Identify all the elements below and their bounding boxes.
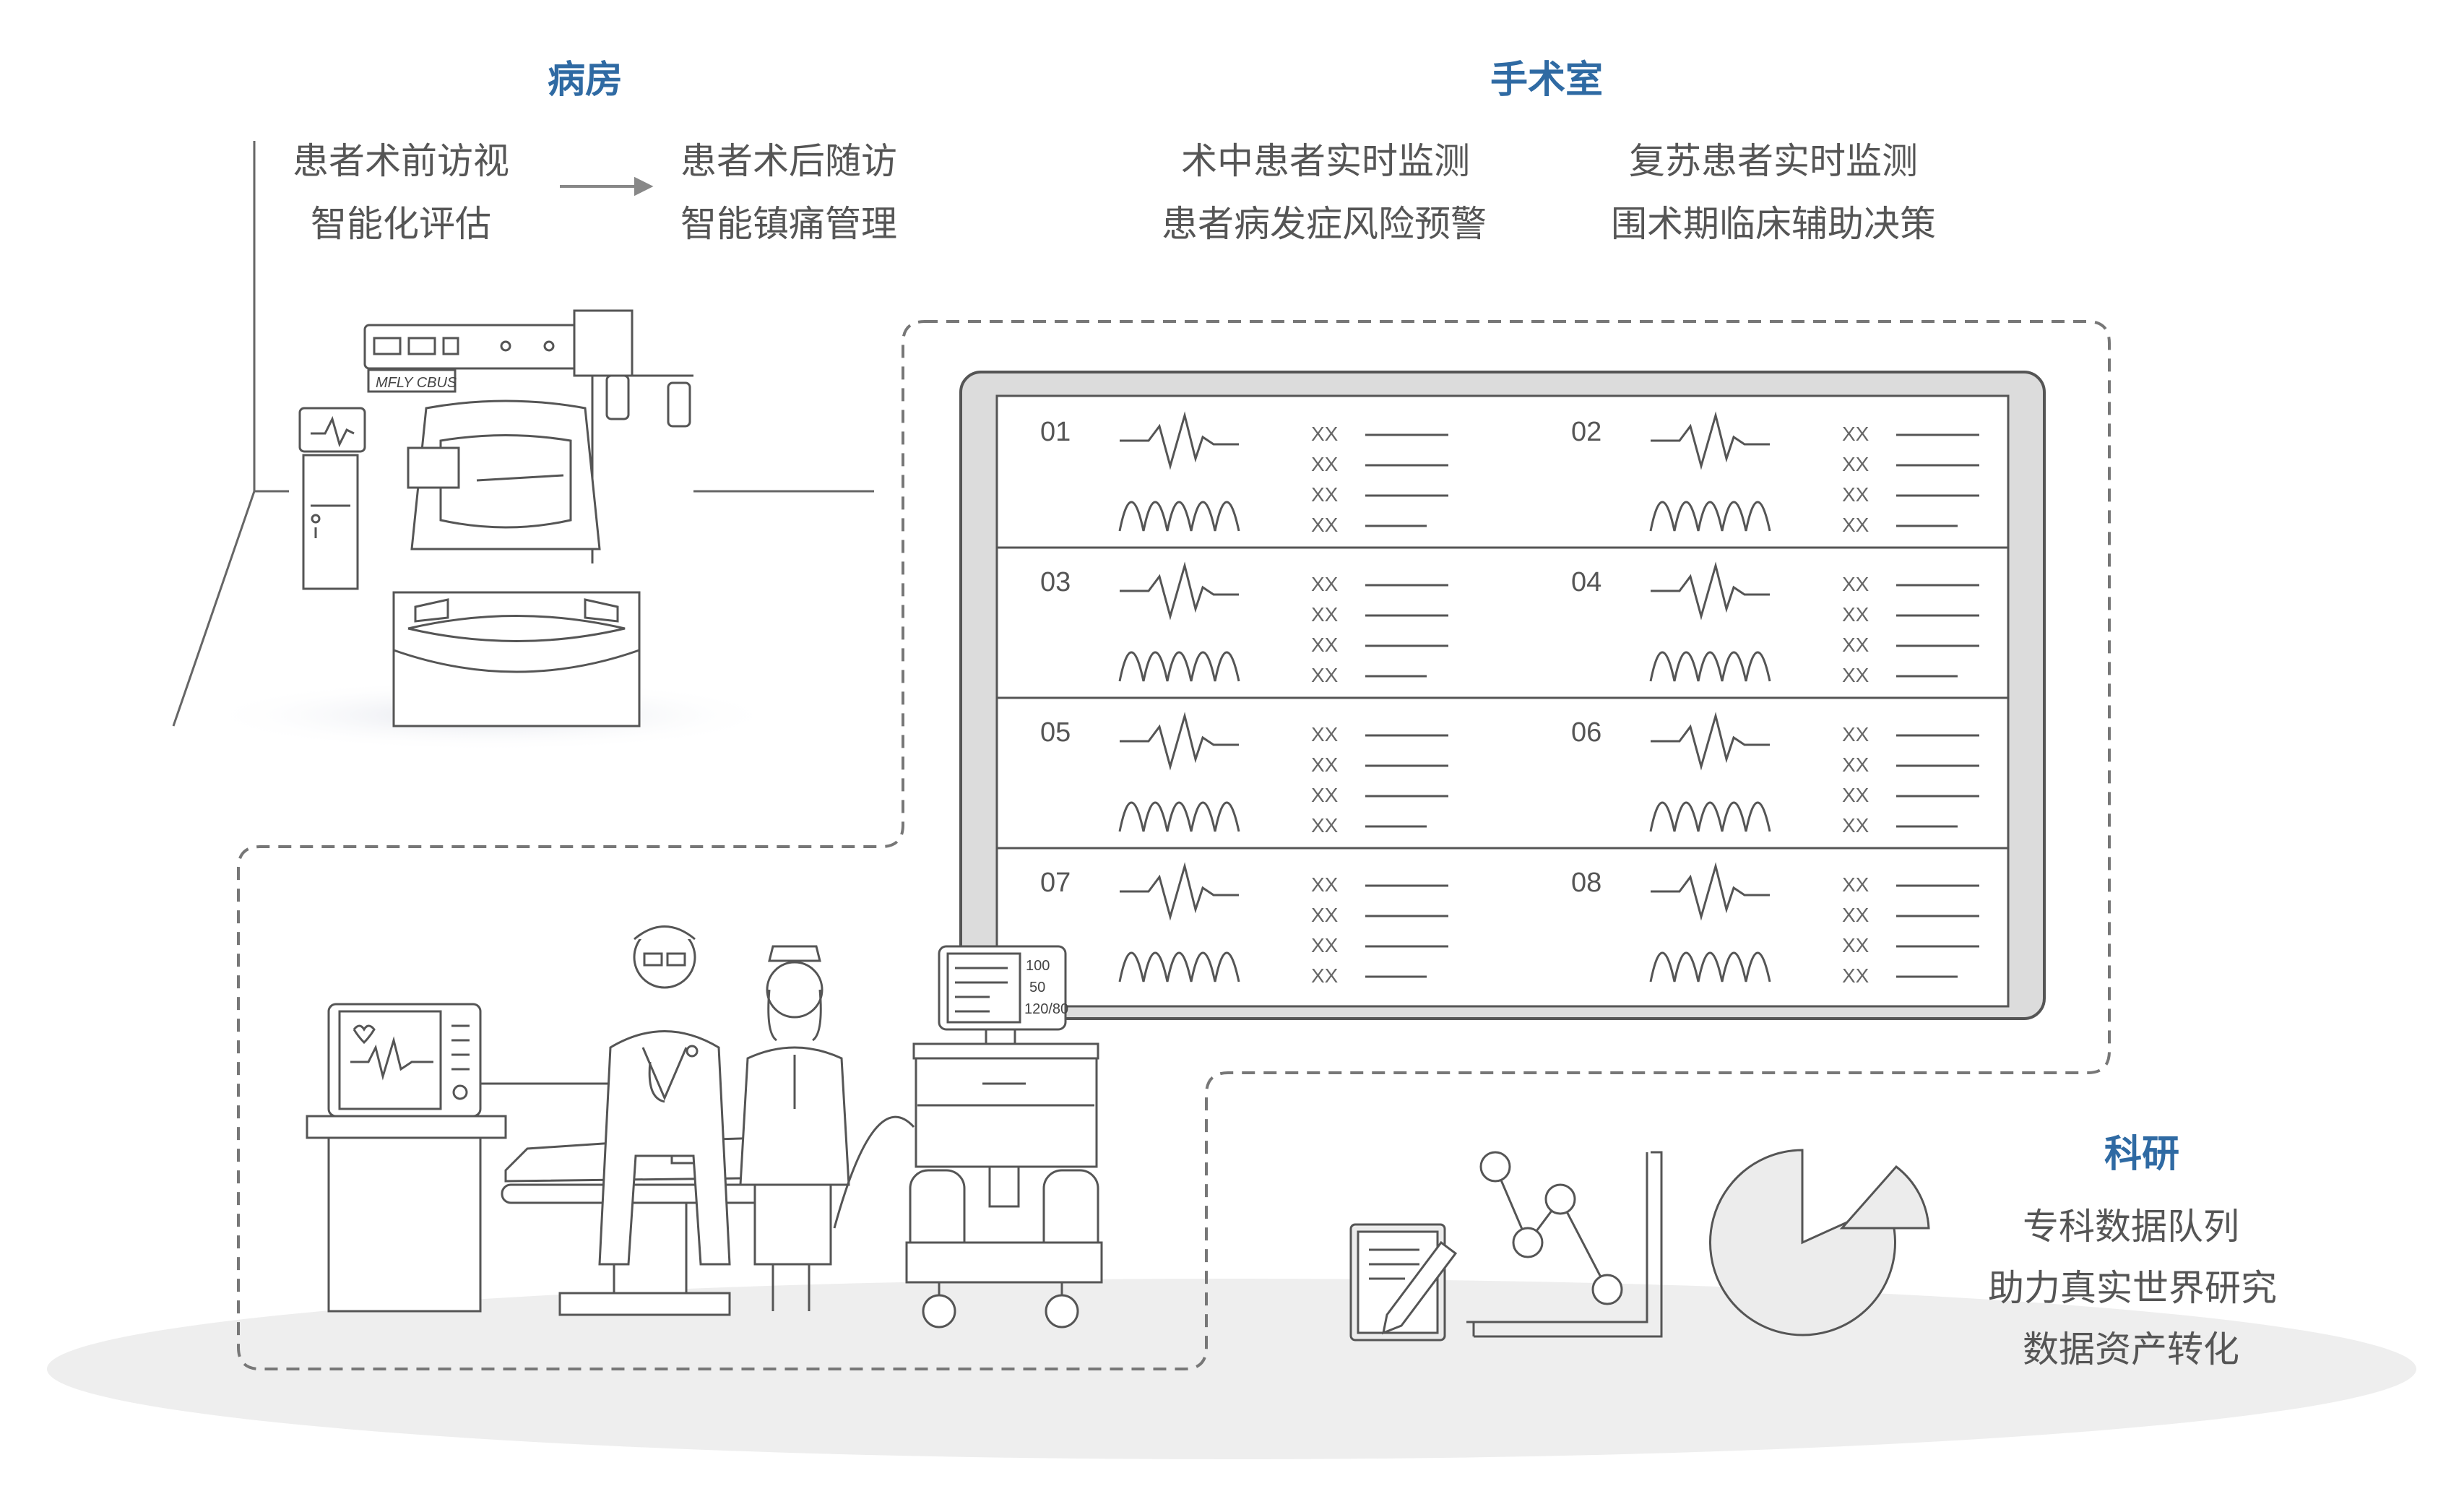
ward-post-op-line-2: 智能镇痛管理	[680, 203, 897, 245]
panel-row-label: XX	[1842, 723, 1869, 746]
research-line-1: 专科数据队列	[2023, 1206, 2239, 1248]
ecg-waveform	[1651, 561, 1770, 621]
ecg-waveform	[1120, 561, 1239, 621]
panel-row-label: XX	[1842, 814, 1869, 837]
report-icon	[1349, 1223, 1458, 1342]
or-col1-line-2: 患者病发症风险预警	[1162, 203, 1487, 245]
pleth-waveform	[1118, 651, 1240, 682]
ward-room-lines	[172, 141, 874, 727]
panel-row-label: XX	[1311, 873, 1339, 896]
research-heading: 科研	[2104, 1133, 2180, 1176]
ward-pre-op-line-1: 患者术前访视	[293, 140, 509, 182]
panel-row-label: XX	[1842, 964, 1869, 987]
panel-row-label: XX	[1842, 873, 1869, 896]
panel-row-label: XX	[1311, 573, 1339, 595]
panel-row-label: XX	[1842, 603, 1869, 626]
panel-number: 02	[1571, 417, 1601, 447]
pleth-waveform	[1118, 951, 1240, 982]
ecg-waveform	[1120, 862, 1239, 921]
pie-chart-icon	[1709, 1149, 1930, 1336]
panel-row-label: XX	[1842, 453, 1869, 475]
panel-row-label: XX	[1311, 814, 1339, 837]
panel-row-label: XX	[1311, 753, 1339, 776]
hospital-bed-illustration	[298, 309, 693, 727]
panel-row-label: XX	[1311, 603, 1339, 626]
vital-signs-monitor	[306, 1003, 652, 1313]
ecg-waveform	[1120, 712, 1239, 771]
panel-row-label: XX	[1842, 784, 1869, 806]
line-chart-icon	[1466, 1151, 1663, 1338]
cart-monitor-value-2: 50	[1029, 980, 1045, 995]
panel-row-label: XX	[1311, 904, 1339, 926]
panel-number: 04	[1571, 567, 1601, 597]
panel-row-label: XX	[1311, 964, 1339, 987]
panel-row-label: XX	[1311, 453, 1339, 475]
ecg-waveform	[1651, 411, 1770, 470]
panel-row-label: XX	[1311, 723, 1339, 746]
panel-number: 05	[1040, 717, 1071, 748]
cart-monitor-value-1: 100	[1026, 958, 1050, 974]
research-line-2: 助力真实世界研究	[1988, 1267, 2277, 1309]
anesthesia-cart	[833, 945, 1103, 1329]
doctor-figure	[598, 925, 731, 1266]
panel-row-label: XX	[1842, 423, 1869, 445]
panel-row-label: XX	[1842, 753, 1869, 776]
pleth-waveform	[1649, 651, 1771, 682]
operating-room-heading: 手术室	[1490, 59, 1604, 102]
operating-room-outline	[237, 320, 2111, 1370]
ward-post-op-line-1: 患者术后随访	[680, 140, 897, 182]
or-col1-line-1: 术中患者实时监测	[1181, 140, 1470, 182]
panel-row-label: XX	[1311, 514, 1339, 536]
ward-monitor-sign: MFLY CBUS	[376, 375, 457, 391]
dashboard-monitor	[959, 371, 2046, 1020]
panel-row-label: XX	[1842, 634, 1869, 656]
panel-row-label: XX	[1842, 514, 1869, 536]
ward-pre-op-line-2: 智能化评估	[311, 203, 491, 245]
ecg-waveform	[1120, 411, 1239, 470]
arrow-icon	[560, 176, 654, 196]
or-col2-line-2: 围术期临床辅助决策	[1611, 203, 1936, 245]
pleth-waveform	[1649, 501, 1771, 532]
ecg-waveform	[1651, 712, 1770, 771]
ward-heading: 病房	[548, 59, 623, 102]
cart-monitor-value-3: 120/80	[1024, 1001, 1068, 1017]
panel-row-label: XX	[1842, 904, 1869, 926]
panel-number: 03	[1040, 567, 1071, 597]
panel-row-label: XX	[1311, 934, 1339, 956]
panel-number: 08	[1571, 868, 1601, 898]
panel-row-label: XX	[1311, 634, 1339, 656]
panel-row-label: XX	[1311, 664, 1339, 686]
panel-number: 06	[1571, 717, 1601, 748]
pleth-waveform	[1118, 501, 1240, 532]
pleth-waveform	[1649, 801, 1771, 832]
panel-row-label: XX	[1311, 784, 1339, 806]
pleth-waveform	[1649, 951, 1771, 982]
panel-row-label: XX	[1842, 934, 1869, 956]
pleth-waveform	[1118, 801, 1240, 832]
research-line-3: 数据资产转化	[2023, 1329, 2239, 1370]
panel-row-label: XX	[1842, 664, 1869, 686]
panel-row-label: XX	[1842, 483, 1869, 506]
panel-row-label: XX	[1842, 573, 1869, 595]
or-col2-line-1: 复苏患者实时监测	[1629, 140, 1918, 182]
panel-row-label: XX	[1311, 423, 1339, 445]
panel-row-label: XX	[1311, 483, 1339, 506]
ecg-waveform	[1651, 862, 1770, 921]
nurse-figure	[739, 945, 850, 1311]
panel-number: 01	[1040, 417, 1071, 447]
panel-number: 07	[1040, 868, 1071, 898]
